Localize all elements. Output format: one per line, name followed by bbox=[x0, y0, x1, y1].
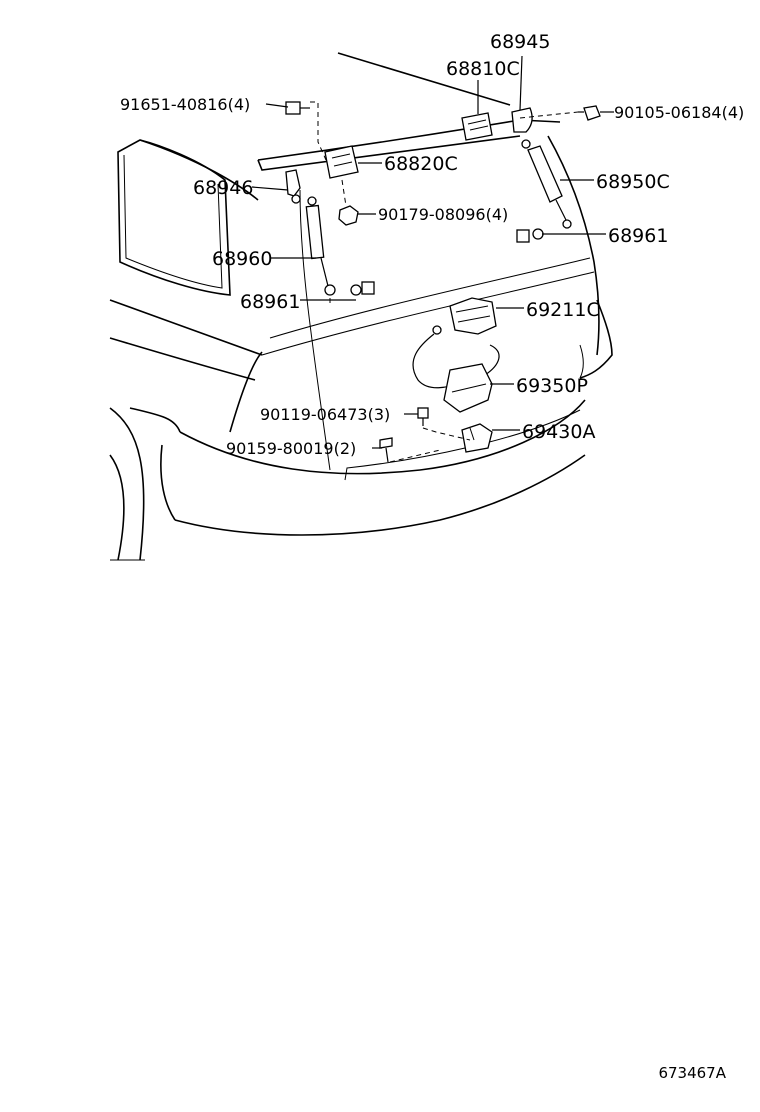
label-68946: 68946 bbox=[193, 177, 253, 199]
damper-stay-68960 bbox=[305, 196, 336, 296]
leader-lines bbox=[251, 55, 614, 463]
label-68961-left: 68961 bbox=[240, 291, 300, 313]
outside-handle-69211c bbox=[449, 297, 497, 335]
diagram-reference-code: 673467A bbox=[658, 1064, 726, 1082]
striker-69430a bbox=[461, 423, 493, 453]
label-69430a: 69430A bbox=[522, 421, 595, 443]
label-68820c: 68820C bbox=[384, 153, 458, 175]
ball-stud-68961-right bbox=[516, 228, 544, 243]
hinge-68810c bbox=[461, 107, 533, 141]
ball-stud-68946 bbox=[285, 169, 301, 204]
vehicle-body-outline bbox=[109, 52, 613, 561]
label-68950c: 68950C bbox=[596, 171, 670, 193]
part-labels: 68945 68810C 91651-40816(4) 90105-06184(… bbox=[120, 31, 744, 458]
label-90119-06473: 90119-06473(3) bbox=[260, 405, 390, 424]
label-68961-right: 68961 bbox=[608, 225, 668, 247]
bolt-91651 bbox=[285, 101, 310, 115]
label-90179-08096: 90179-08096(4) bbox=[378, 205, 508, 224]
nut-90179 bbox=[338, 205, 359, 226]
label-68945: 68945 bbox=[490, 31, 550, 53]
label-90159-80019: 90159-80019(2) bbox=[226, 439, 356, 458]
screw-90119 bbox=[417, 407, 429, 426]
hinge-68820c bbox=[324, 145, 359, 179]
bolt-90105 bbox=[578, 105, 601, 121]
damper-stay-68950c bbox=[521, 139, 572, 229]
label-90105-06184: 90105-06184(4) bbox=[614, 103, 744, 122]
label-68960: 68960 bbox=[212, 248, 272, 270]
ball-stud-68961-left bbox=[350, 281, 375, 296]
label-69350p: 69350P bbox=[516, 375, 588, 397]
label-68810c: 68810C bbox=[446, 58, 520, 80]
lock-assembly-69350p bbox=[412, 325, 500, 413]
label-91651-40816: 91651-40816(4) bbox=[120, 95, 250, 114]
label-69211c: 69211C bbox=[526, 299, 600, 321]
screw-90159 bbox=[379, 437, 393, 463]
